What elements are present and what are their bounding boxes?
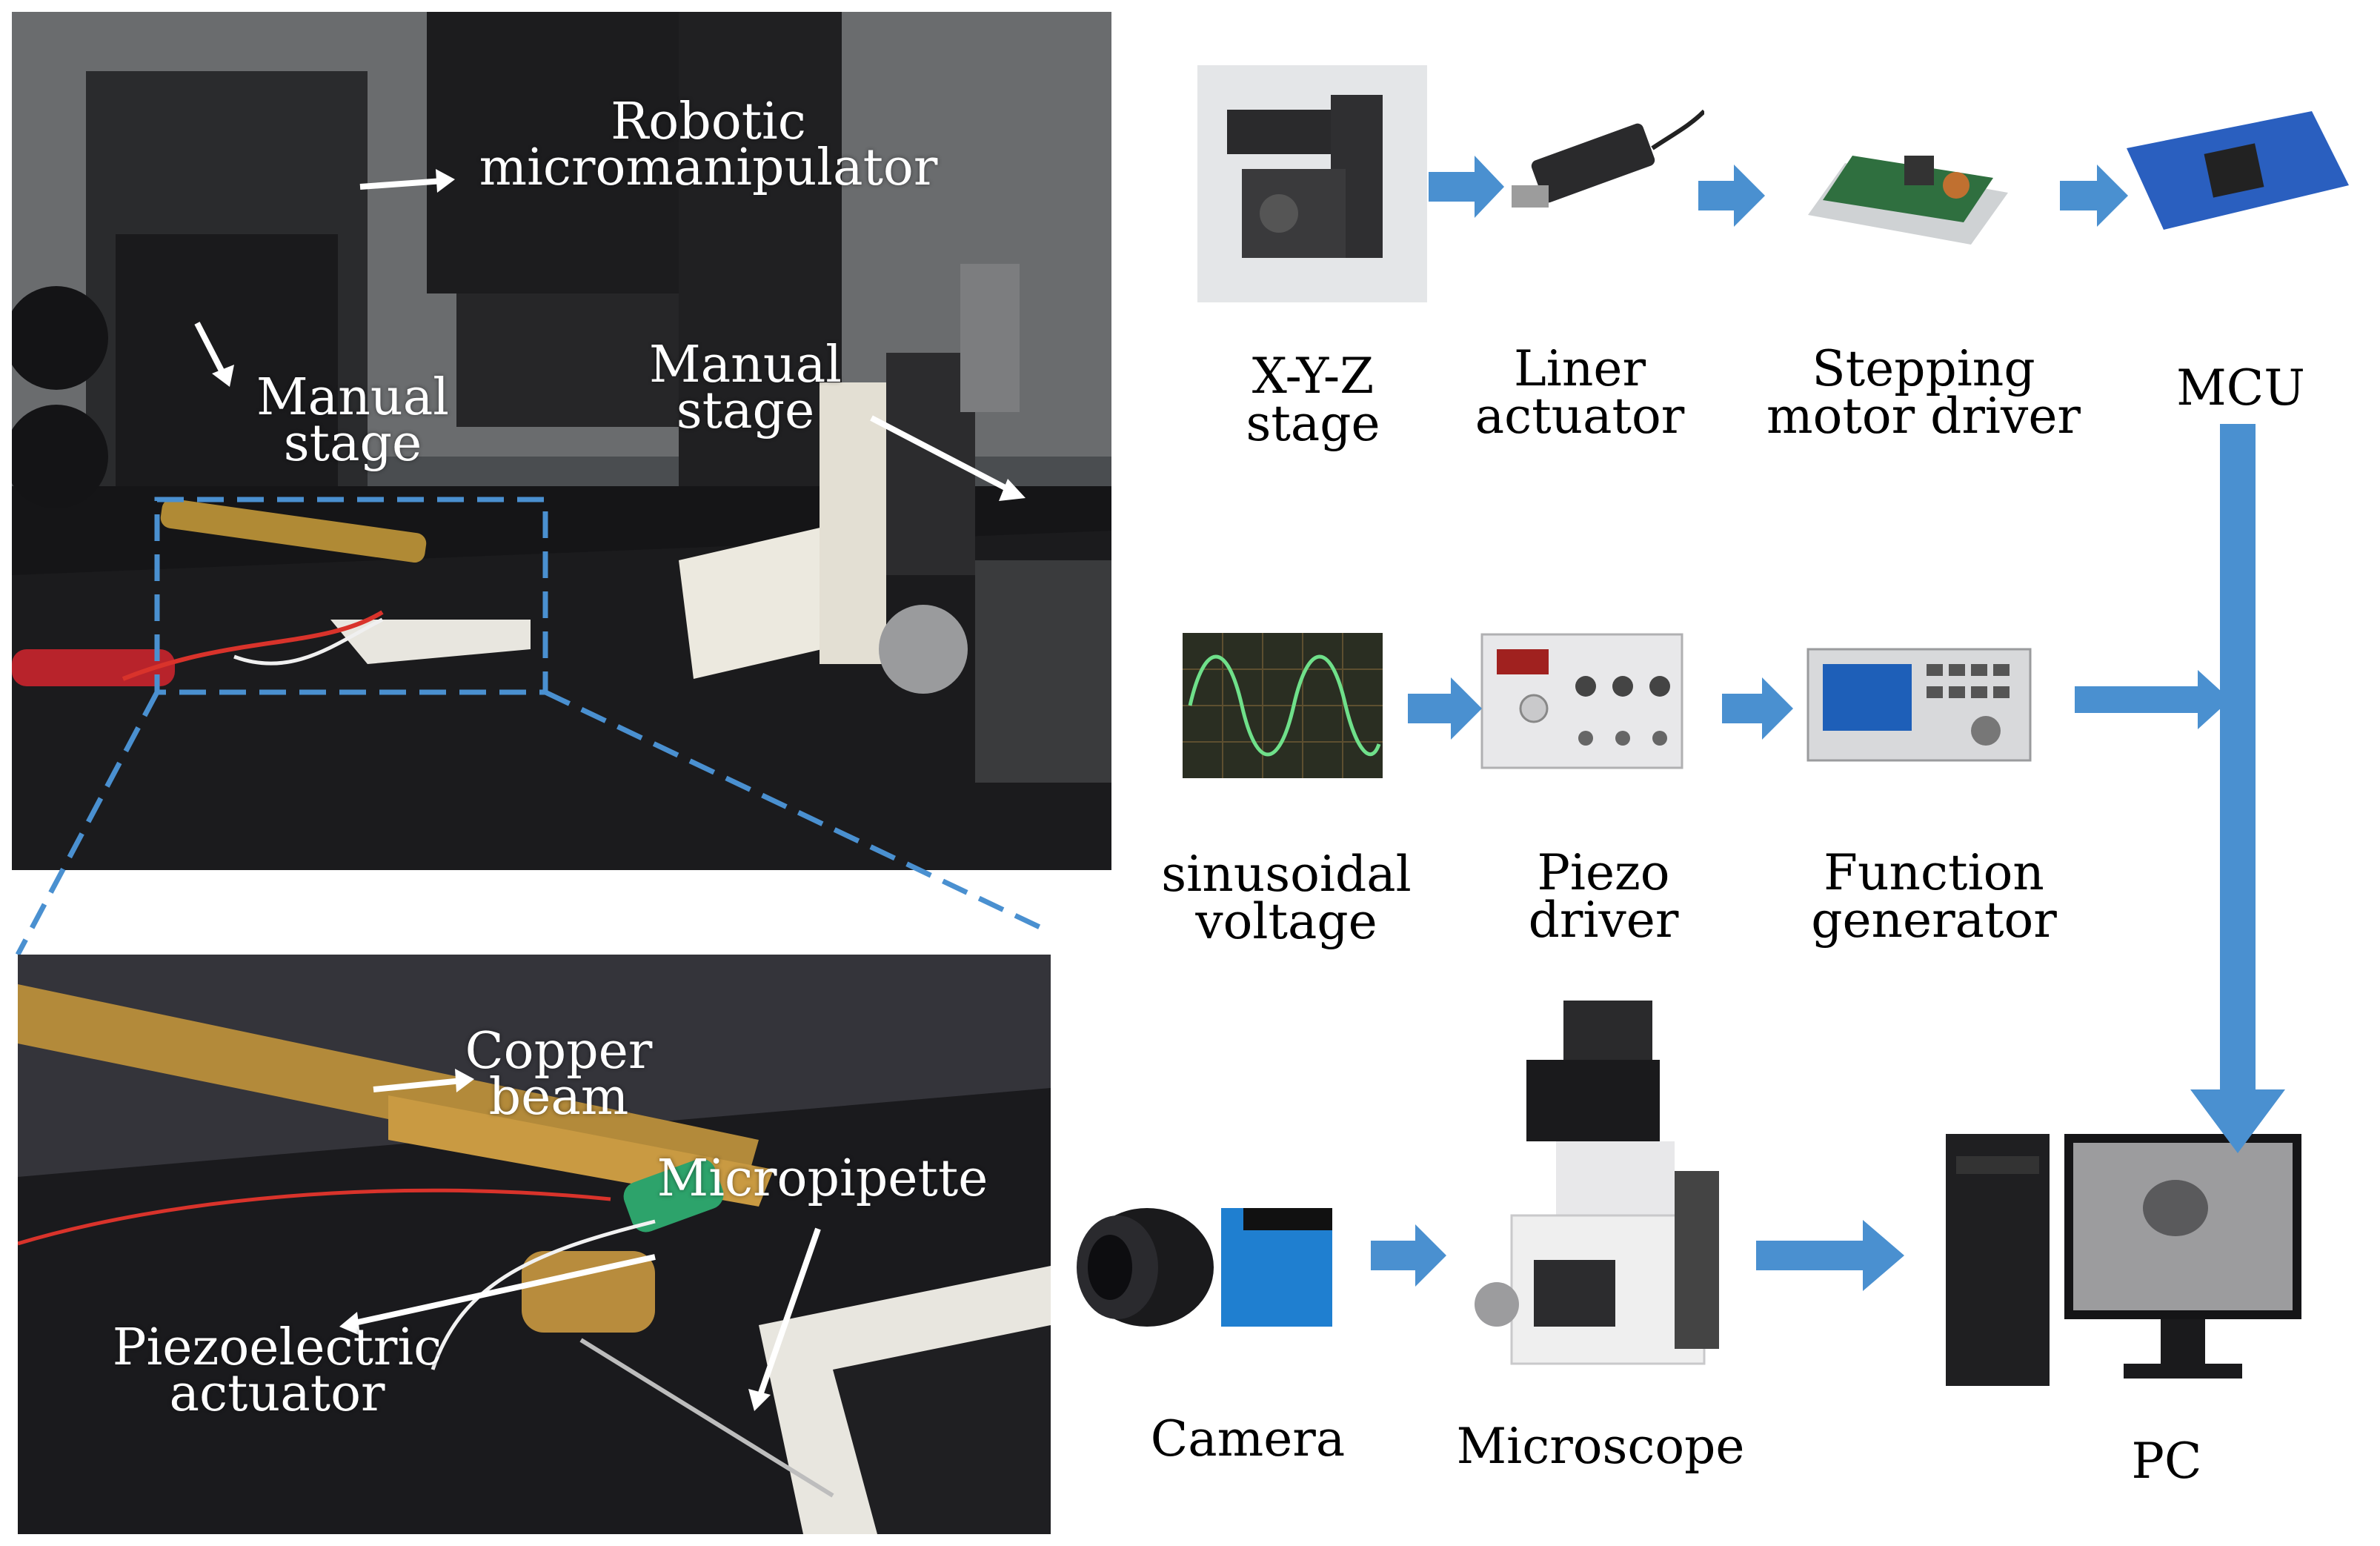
microscope-image (1467, 993, 1741, 1408)
closeup-photo-illustration (18, 955, 1051, 1534)
label-sinusoidal-voltage: sinusoidal voltage (1161, 846, 1412, 950)
label-copper-beam: Copper beam (465, 1022, 653, 1127)
mcu-board-image (2119, 104, 2356, 237)
label-micropipette: Micropipette (657, 1149, 988, 1208)
label-piezo-driver: Piezo driver (1528, 844, 1679, 949)
setup-photo: Robotic micromanipulator Manual stage Ma… (12, 12, 1111, 870)
piezo-driver-image (1475, 620, 1689, 775)
pc-image (1938, 1127, 2309, 1393)
label-mcu: MCU (2176, 359, 2305, 417)
arrow-liner-to-stepping (1698, 165, 1765, 227)
arrow-xyz-to-liner (1429, 156, 1504, 218)
label-piezoelectric-actuator: Piezoelectric actuator (112, 1318, 442, 1423)
arrow-mcu-to-pc (2190, 424, 2285, 1153)
arrow-stepping-to-mcu (2060, 165, 2128, 227)
sinusoidal-voltage-image (1183, 633, 1383, 778)
label-stepping-motor-driver: Stepping motor driver (1766, 340, 2081, 445)
label-manual-stage-right: Manual stage (648, 336, 842, 440)
zoom-frame (154, 497, 548, 695)
label-xyz-stage: X-Y-Z stage (1246, 348, 1380, 452)
label-microscope: Microscope (1456, 1418, 1745, 1475)
closeup-photo: Copper beam Micropipette Piezoelectric a… (18, 955, 1051, 1534)
arrow-piezo-to-funcgen (1722, 677, 1793, 740)
arrow-camera-to-microscope (1371, 1224, 1446, 1287)
label-manual-stage-left: Manual stage (256, 368, 450, 473)
arrow-microscope-to-pc (1756, 1220, 1904, 1291)
camera-image (1073, 1186, 1347, 1356)
label-liner-actuator: Liner actuator (1475, 340, 1685, 445)
xyz-stage-image (1197, 65, 1427, 302)
function-generator-image (1801, 642, 2038, 768)
arrow-funcgen-to-mcu-line (2075, 670, 2230, 729)
stepping-motor-driver-image (1793, 104, 2015, 259)
linear-actuator-image (1504, 104, 1704, 245)
setup-photo-illustration (12, 12, 1111, 870)
label-robotic-micromanipulator: Robotic micromanipulator (479, 93, 938, 197)
arrow-sine-to-piezo (1408, 677, 1482, 740)
label-function-generator: Function generator (1811, 844, 2057, 949)
label-pc: PC (2131, 1433, 2202, 1490)
label-camera: Camera (1150, 1410, 1346, 1467)
